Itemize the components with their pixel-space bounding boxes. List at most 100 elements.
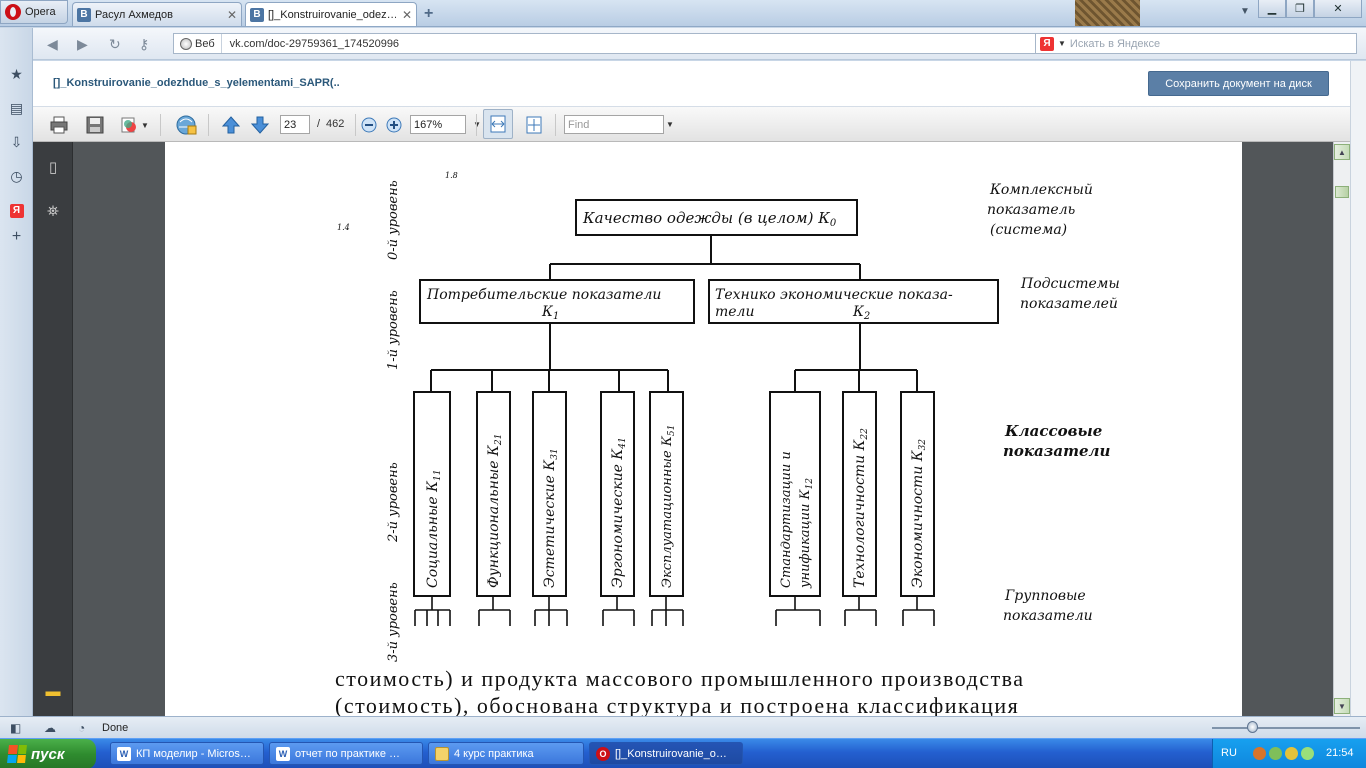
tab-bar: Opera В Расул Ахмедов ✕ В []_Konstruirov… [0, 0, 1366, 27]
zoom-in-icon[interactable] [383, 114, 405, 136]
presentation-icon[interactable]: ▼ [119, 114, 149, 136]
reload-icon[interactable]: ↻ [109, 36, 121, 52]
zoom-select[interactable]: 167% ▼ [410, 115, 481, 134]
subsystems-label-1: Подсистемы [1020, 276, 1120, 292]
start-button[interactable]: пуск [0, 739, 96, 768]
search-placeholder: Искать в Яндексе [1069, 37, 1161, 50]
word-icon: W [117, 746, 131, 761]
minimize-button[interactable]: ▁ [1258, 0, 1286, 18]
complex-label-1: Комплексный [989, 182, 1093, 198]
key-icon[interactable]: ⚷ [139, 36, 150, 52]
subsystem-left-k: К1 [541, 304, 559, 322]
search-input[interactable]: Я ▼ Искать в Яндексе [1035, 33, 1357, 54]
bookmarks-star-icon[interactable]: ★ [10, 66, 23, 82]
vk-icon: В [77, 7, 91, 22]
security-badge[interactable]: Веб [174, 34, 222, 53]
fit-width-icon[interactable] [483, 109, 513, 139]
add-panel-icon[interactable]: + [11, 227, 22, 245]
doc-title[interactable]: []_Konstruirovanie_odezhdue_s_yelementam… [53, 77, 340, 89]
opera-menu-label: Opera [25, 6, 56, 18]
toolbar-divider [208, 114, 209, 136]
new-tab-icon[interactable]: + [424, 5, 434, 22]
fit-page-icon[interactable] [523, 114, 545, 136]
scroll-down-icon[interactable]: ▼ [1334, 698, 1350, 714]
save-disk-icon[interactable] [84, 114, 106, 136]
class-label-operational: Эксплуатационные К51 [660, 425, 677, 588]
toolbar-divider [160, 114, 161, 136]
class-label-standardization: Стандартизации и [779, 451, 794, 588]
forward-icon[interactable]: ▶ [77, 36, 88, 52]
binoculars-icon[interactable]: ⛯ [46, 202, 59, 220]
class-label-aesthetic: Эстетические К31 [542, 448, 560, 588]
zoom-slider-track[interactable] [1212, 727, 1360, 729]
close-icon[interactable]: ✕ [226, 7, 237, 22]
task-word-kp[interactable]: W КП моделир - Micros… [110, 742, 264, 765]
back-icon[interactable]: ◀ [47, 36, 58, 52]
yandex-panel-icon[interactable]: Я [8, 202, 25, 219]
pdf-page: Качество одежды (в целом) К0 Потребитель… [165, 142, 1242, 716]
scroll-thumb[interactable] [1335, 186, 1349, 198]
group-label-2: показатели [1003, 608, 1093, 624]
chevron-down-icon[interactable]: ▼ [141, 120, 149, 130]
tab-rasul[interactable]: В Расул Ахмедов ✕ [72, 2, 242, 26]
tab-konstruirovanie[interactable]: В []_Konstruirovanie_odez… ✕ [245, 2, 417, 26]
task-word-report[interactable]: W отчет по практике … [269, 742, 423, 765]
cloud-icon[interactable]: ☁ [44, 721, 56, 735]
close-window-button[interactable]: ✕ [1314, 0, 1362, 18]
print-icon[interactable] [48, 114, 70, 136]
chevron-down-icon[interactable]: ▼ [473, 120, 481, 129]
tab-label: Расул Ахмедов [95, 8, 173, 21]
task-label: []_Konstruirovanie_o… [615, 747, 727, 760]
web-tools-icon[interactable] [173, 114, 199, 136]
address-field[interactable]: Веб vk.com/doc-29759361_174520996 ★ [173, 33, 1061, 54]
notes-icon[interactable]: ▤ [9, 100, 24, 116]
find-options-chevron-icon[interactable]: ▼ [666, 120, 674, 129]
zoom-out-icon[interactable] [358, 114, 380, 136]
speed-dial-icon[interactable]: ◔ [78, 721, 86, 735]
opera-icon: O [596, 746, 610, 761]
yandex-icon: Я [1040, 36, 1054, 51]
toolbar-divider [555, 114, 556, 136]
group-label-1: Групповые [1004, 588, 1086, 604]
previous-page-icon[interactable] [220, 114, 242, 136]
opera-menu-button[interactable]: Opera [0, 0, 68, 24]
comments-icon[interactable]: ▬ [45, 682, 61, 700]
zoom-slider-thumb[interactable] [1247, 721, 1258, 733]
word-icon: W [276, 746, 290, 761]
history-clock-icon[interactable]: ◷ [10, 168, 23, 184]
pdf-vertical-scrollbar[interactable]: ▲ ▼ [1333, 142, 1350, 716]
network-icon[interactable] [1269, 747, 1282, 760]
downloads-icon[interactable]: ⇩ [10, 134, 23, 150]
tab-list-chevron-icon[interactable]: ▼ [1240, 6, 1250, 17]
hierarchy-diagram: Качество одежды (в целом) К0 Потребитель… [337, 171, 1120, 662]
class-label-1: Классовые [1004, 422, 1102, 440]
level-3-label: 3-й уровень [386, 582, 401, 662]
pages-thumbnails-icon[interactable]: ▯ [48, 159, 58, 176]
task-folder[interactable]: 4 курс практика [428, 742, 584, 765]
panel-toggle-icon[interactable]: ◧ [10, 721, 22, 735]
page-vertical-scrollbar[interactable] [1350, 61, 1366, 716]
page-number-input[interactable]: 23 [280, 115, 310, 134]
speaker-icon[interactable] [1301, 747, 1314, 760]
language-indicator[interactable]: RU [1221, 747, 1237, 759]
next-page-icon[interactable] [249, 114, 271, 136]
vk-icon: В [250, 7, 264, 22]
clock[interactable]: 21:54 [1326, 747, 1354, 759]
restore-button[interactable]: ❐ [1286, 0, 1314, 18]
task-opera[interactable]: O []_Konstruirovanie_o… [589, 742, 743, 765]
page-separator: / [317, 118, 321, 130]
save-document-button[interactable]: Сохранить документ на диск [1148, 71, 1329, 96]
task-label: КП моделир - Micros… [136, 747, 251, 760]
level-0-label: 0-й уровень [386, 180, 401, 260]
folder-icon [435, 746, 449, 761]
security-icon[interactable] [1285, 747, 1298, 760]
pdf-viewer[interactable]: ▯ ⛯ ▬ [33, 142, 1353, 716]
tray-back-icon[interactable] [1253, 747, 1266, 760]
toolbar-divider [355, 114, 356, 136]
close-icon[interactable]: ✕ [401, 7, 412, 22]
address-toolbar: ◀ ▶ ↻ ⚷ Веб vk.com/doc-29759361_17452099… [33, 28, 1366, 60]
scroll-up-icon[interactable]: ▲ [1334, 144, 1350, 160]
url-text[interactable]: vk.com/doc-29759361_174520996 [229, 37, 400, 50]
find-input[interactable]: Find [564, 115, 664, 134]
search-engine-chevron-icon[interactable]: ▼ [1058, 39, 1066, 48]
